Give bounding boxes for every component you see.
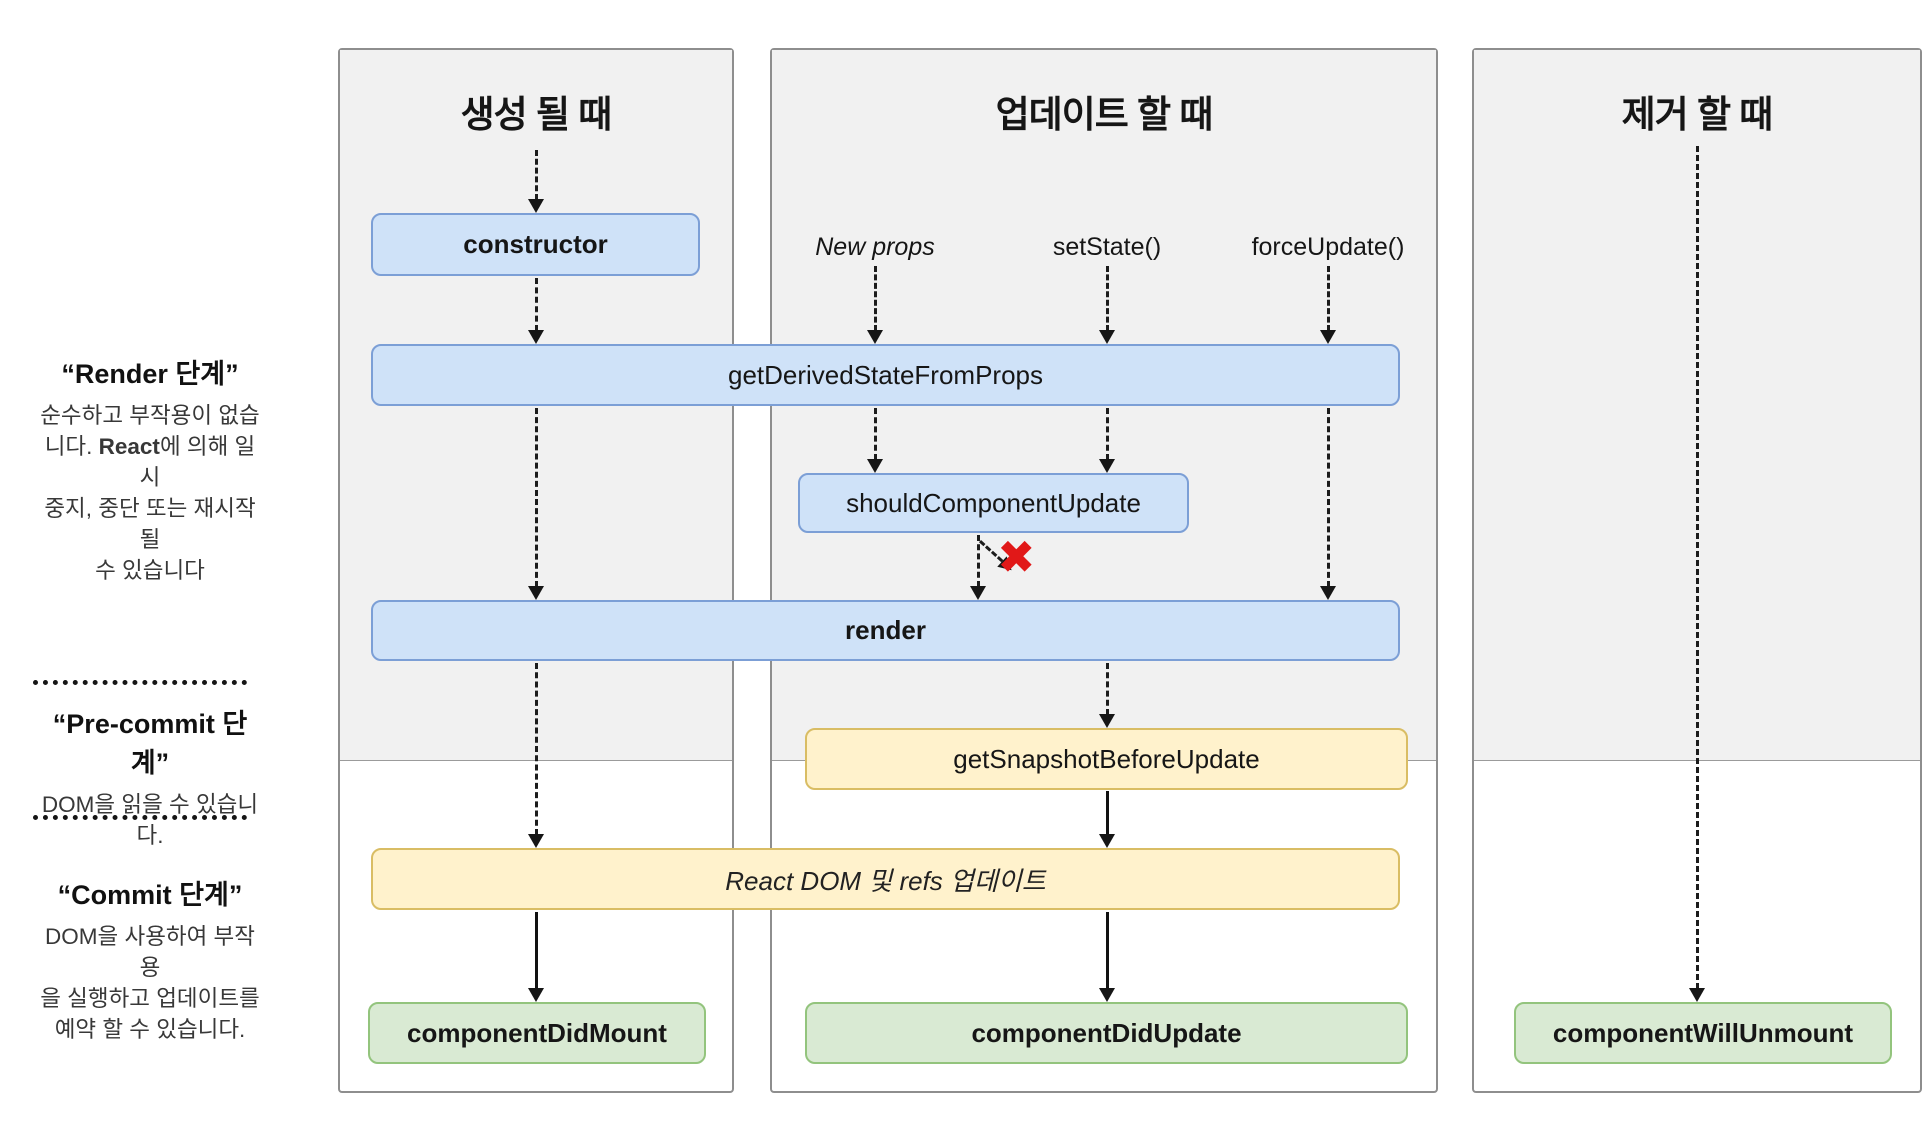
arrow-render-to-getsnapshot [1106,663,1109,715]
componentdidmount-box: componentDidMount [368,1002,706,1064]
arrowhead [1099,459,1115,473]
arrowhead [1099,330,1115,344]
arrow-getsnapshot-to-reactdom [1106,791,1109,835]
arrowhead [528,834,544,848]
forceupdate-label: forceUpdate() [1251,233,1405,261]
getsnapshotbeforeupdate-box: getSnapshotBeforeUpdate [805,728,1408,790]
componentwillunmount-box: componentWillUnmount [1514,1002,1892,1064]
arrowhead [1320,586,1336,600]
arrowhead [1099,714,1115,728]
arrow-render-to-reactdom-mount [535,663,538,835]
arrow-reactdom-to-componentdidupdate [1106,912,1109,989]
updating-column [770,48,1438,1093]
arrowhead [528,330,544,344]
mounting-column-title: 생성 될 때 [460,94,613,135]
updating-column-title: 업데이트 할 때 [995,94,1214,135]
arrow-setstate-to-shouldcomponentupdate [1106,408,1109,460]
commit-phase-title: “Commit 단계” [57,880,243,910]
componentdidupdate-box: componentDidUpdate [805,1002,1408,1064]
render-phase-description-post: 에 의해 일시 중지, 중단 또는 재시작 될 수 있습니다 [44,434,256,583]
arrow-unmounttitle-to-componentwillunmount [1696,146,1699,989]
unmounting-column-title: 제거 할 때 [1621,94,1774,135]
arrowhead [1320,330,1336,344]
stop-x-icon: ✖ [997,531,1036,583]
arrowhead [970,586,986,600]
new-props-label: New props [815,233,935,261]
commit-phase-label: “Commit 단계” DOM을 사용하여 부작용 을 실행하고 업데이트를 예… [35,873,265,1045]
arrow-getderived-to-render-mount [535,408,538,587]
render-phase-description-pre: 순수하고 부작용이 없습 니다. [40,403,260,459]
precommit-phase-title: “Pre-commit 단계” [52,709,248,778]
arrow-setstate-to-getderived [1106,266,1109,331]
arrowhead [528,988,544,1002]
arrowhead [867,330,883,344]
render-box: render [371,600,1400,661]
arrow-newprops-to-getderived [874,266,877,331]
render-phase-label: “Render 단계” 순수하고 부작용이 없습 니다. React에 의해 일… [35,352,265,586]
arrowhead [1099,834,1115,848]
arrowhead [867,459,883,473]
arrowhead [1099,988,1115,1002]
arrow-forceupdate-bypass-to-render [1327,408,1330,587]
commit-phase-description: DOM을 사용하여 부작용 을 실행하고 업데이트를 예약 할 수 있습니다. [40,924,260,1042]
phase-divider-top [33,680,247,685]
arrowhead [1689,988,1705,1002]
getderivedstatefromprops-box: getDerivedStateFromProps [371,344,1400,406]
render-phase-description-react: React [98,434,160,459]
arrow-newprops-to-shouldcomponentupdate [874,408,877,460]
render-phase-description: 순수하고 부작용이 없습 니다. React에 의해 일시 중지, 중단 또는 … [35,400,265,586]
arrow-shouldcomponentupdate-to-render [977,535,980,587]
arrow-constructor-to-getderived [535,278,538,331]
arrow-forceupdate-to-getderived [1327,266,1330,331]
setstate-label: setState() [1052,233,1162,261]
precommit-phase-label: “Pre-commit 단계” DOM을 읽을 수 있습니 다. [35,702,265,851]
react-dom-refs-update-box: React DOM 및 refs 업데이트 [371,848,1400,910]
render-phase-title: “Render 단계” [61,359,239,389]
precommit-phase-description: DOM을 읽을 수 있습니 다. [41,792,259,848]
arrowhead [528,199,544,213]
arrow-mounttitle-to-constructor [535,150,538,200]
arrow-reactdom-to-componentdidmount [535,912,538,989]
arrowhead [528,586,544,600]
phase-divider-bottom [33,815,247,820]
shouldcomponentupdate-box: shouldComponentUpdate [798,473,1189,533]
constructor-box: constructor [371,213,700,276]
